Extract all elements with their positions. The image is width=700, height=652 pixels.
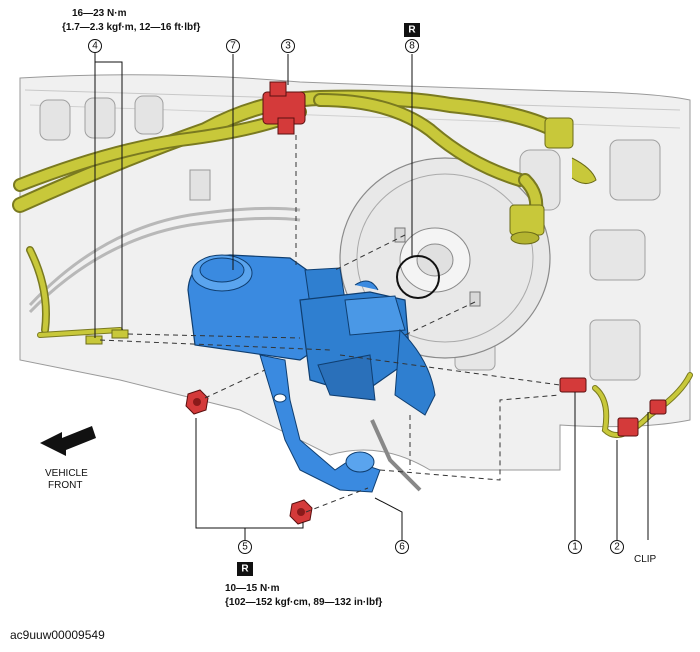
vehicle-front-line2: FRONT <box>48 480 82 491</box>
vacuum-hose-clamp <box>262 81 306 135</box>
firewall-background <box>19 74 691 471</box>
torque-top-imperial: {1.7—2.3 kgf·m, 12—16 ft·lbf} <box>62 22 200 33</box>
callout-7: 7 <box>226 39 240 53</box>
callout-2: 2 <box>610 540 624 554</box>
callout-6: 6 <box>395 540 409 554</box>
clip-label: CLIP <box>634 554 657 565</box>
torque-bottom-imperial: {102—152 kgf·cm, 89—132 in·lbf} <box>225 597 382 608</box>
callout-4: 4 <box>88 39 102 53</box>
callout-5: 5 <box>238 540 252 554</box>
master-cylinder-nuts <box>185 389 313 525</box>
torque-bottom-nm: 10—15 N·m <box>225 583 280 594</box>
replace-badge-top-label: R <box>408 25 416 36</box>
callout-8-label: 8 <box>409 41 415 52</box>
callout-8: 8 <box>405 39 419 53</box>
installation-guide-lines <box>99 135 561 513</box>
replace-badge-bottom <box>237 562 253 576</box>
callout-1-label: 1 <box>572 542 578 553</box>
o-ring-circle <box>396 255 440 299</box>
callout-3-label: 3 <box>285 41 291 52</box>
hose-fittings <box>509 117 597 245</box>
callout-1: 1 <box>568 540 582 554</box>
callout-2-label: 2 <box>614 542 620 553</box>
replace-badge-bottom-label: R <box>241 564 249 575</box>
vehicle-front-arrow <box>40 426 96 456</box>
callout-3: 3 <box>281 39 295 53</box>
image-code: ac9uuw00009549 <box>10 628 105 642</box>
electrical-connectors <box>559 377 667 437</box>
callout-7-label: 7 <box>230 41 236 52</box>
callout-4-label: 4 <box>92 41 98 52</box>
callout-6-label: 6 <box>399 542 405 553</box>
vehicle-front-line1: VEHICLE <box>45 468 88 479</box>
replace-badge-top <box>404 23 420 37</box>
callout-5-label: 5 <box>242 542 248 553</box>
torque-top-nm: 16—23 N·m <box>72 8 127 19</box>
callout-leader-lines <box>94 53 649 540</box>
brake-master-cylinder <box>187 254 436 493</box>
